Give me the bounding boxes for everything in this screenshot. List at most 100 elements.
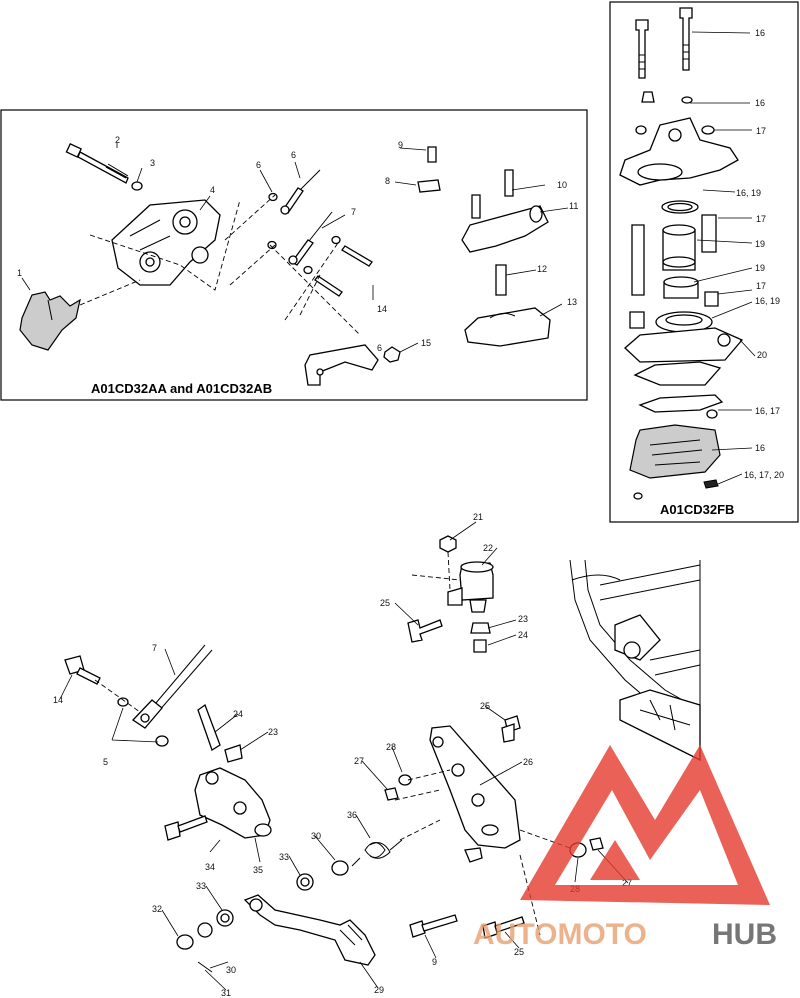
washer-5b [267,240,277,250]
callout-25b: 25 [480,701,490,711]
caption-left: A01CD32AA and A01CD32AB [91,381,272,396]
callout-6c: 6 [377,343,382,353]
bolt-17a [631,224,645,296]
caption-right: A01CD32FB [660,502,734,517]
callout-33b: 33 [196,881,206,891]
right-inset: 16 16 17 16, 19 17 19 19 17 16, 19 20 16… [609,1,799,523]
callout-11: 11 [569,201,578,211]
callout-24a: 24 [518,630,528,640]
callout-36: 36 [347,810,357,820]
callout-r16c: 16 [755,443,765,453]
left-inset: 2 3 4 1 6 6 7 9 8 10 11 12 13 14 15 6 A0… [0,109,588,401]
bolt-17b [701,214,717,253]
bushing-17b [629,311,645,329]
hose-24 [473,639,487,653]
washer-5c [331,235,341,245]
clevis-7 [131,699,163,729]
bolt-16a [635,19,649,79]
lever-arm [304,344,379,386]
clip-8 [417,179,441,193]
callout-28a: 28 [386,742,396,752]
spring-36 [351,839,403,867]
washer-30a [331,860,349,876]
callout-r17a: 17 [756,126,766,136]
bolt-16b [679,7,693,71]
clamp-13 [464,307,551,347]
main-assembly: 21 22 25 23 24 7 14 5 24 23 25 28 27 26 … [53,512,701,998]
callout-30b: 30 [226,965,236,975]
callout-3: 3 [150,158,155,168]
bolt-10b [471,194,481,219]
cables-6-7 [280,169,333,266]
cotter-pin-31 [197,961,213,973]
callout-33a: 33 [279,852,289,862]
callout-32: 32 [152,904,162,914]
watermark-logo: AUTOMOTO HUB [473,745,777,951]
bolt-34 [164,821,181,841]
callout-15: 15 [421,338,431,348]
callout-25a: 25 [380,598,390,608]
callout-6b: 6 [291,150,296,160]
callout-2: 2 [115,135,120,145]
callout-1: 1 [17,268,22,278]
callout-r16-17: 16, 17 [755,406,780,416]
callout-r19b: 19 [755,263,765,273]
brake-pedal-29 [243,894,376,966]
callout-9: 9 [398,140,403,150]
bolt-25a [407,619,443,643]
callout-7m: 7 [152,643,157,653]
screw-9 [427,146,437,163]
callout-r17b: 17 [756,214,766,224]
callout-25c: 25 [514,947,524,957]
left-inset-border [0,109,588,401]
bolt-25c [482,921,498,939]
callout-14: 14 [377,304,387,314]
nut-16a [641,91,655,103]
callout-26: 26 [523,757,533,767]
clamp-23 [470,622,491,634]
clamp-23b [224,744,243,763]
nut-27 [384,787,399,801]
callout-4: 4 [210,185,215,195]
cylinder-35 [194,767,271,839]
callout-r16-17-20: 16, 17, 20 [744,470,784,480]
bolt-2 [65,142,129,184]
gasket [638,394,724,413]
callout-r16-19a: 16, 19 [736,188,761,198]
bolt-12 [495,264,507,296]
hose-24b [197,703,221,751]
bushing-17a [704,291,719,307]
callout-5m: 5 [103,757,108,767]
frame [569,559,701,762]
nut-15 [383,346,401,363]
washer-16-17 [706,409,718,419]
bracket-26 [429,725,521,849]
callout-8: 8 [385,176,390,186]
nut-27b [589,837,604,851]
callout-23b: 23 [268,727,278,737]
clamp-11 [461,205,549,253]
bolt-14b [314,275,343,297]
logo-text-hub: HUB [712,918,777,951]
callout-24b: 24 [233,709,243,719]
callout-r16a: 16 [755,28,765,38]
callout-27a: 27 [354,756,364,766]
callout-r16b: 16 [755,98,765,108]
washer-32 [176,934,194,950]
callout-6a: 6 [256,160,261,170]
right-inset-border [609,1,799,523]
washer-5d [303,265,313,275]
logo-text-automoto: AUTOMOTO [473,918,647,951]
callout-r16-19b: 16, 19 [755,296,780,306]
callout-r19a: 19 [755,239,765,249]
lower-body-16 [629,424,721,479]
washer-5e [117,697,129,707]
callout-35: 35 [253,865,263,875]
caliper-body [111,199,221,286]
callout-31: 31 [221,988,231,998]
washer-3 [131,181,143,191]
callout-r17c: 17 [756,281,766,291]
brake-pad-1 [19,291,81,351]
callout-13: 13 [567,297,577,307]
